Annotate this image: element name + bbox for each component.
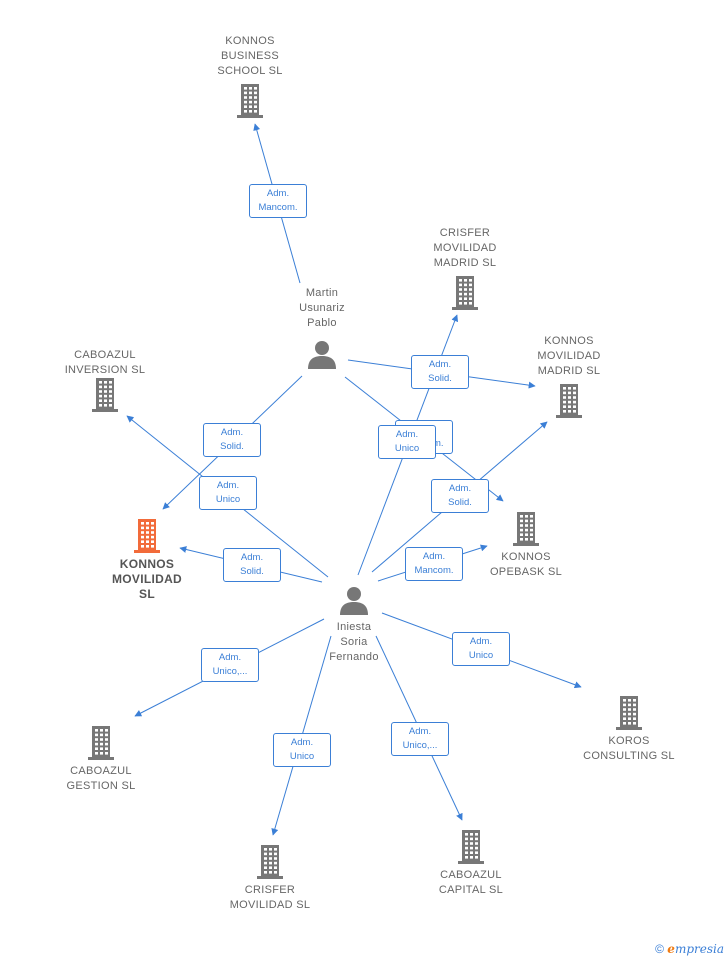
edge-label[interactable]: Adm. Mancom. [249,184,307,218]
person-icon[interactable] [307,339,337,374]
building-icon[interactable] [90,376,120,417]
company-name[interactable]: CABOAZUL INVERSION SL [64,349,146,376]
building-icon[interactable] [255,843,285,884]
edge-label[interactable]: Adm. Unico,... [391,722,449,756]
company-name[interactable]: CRISFER MOVILIDAD SL [229,884,311,911]
company-name[interactable]: KONNOS BUSINESS SCHOOL SL [217,35,283,77]
building-icon[interactable] [456,828,486,869]
edge-label[interactable]: Adm. Unico,... [201,648,259,682]
edge-label[interactable]: Adm. Solid. [411,355,469,389]
building-icon[interactable] [614,694,644,735]
person-icon[interactable] [339,585,369,620]
building-icon[interactable] [86,724,116,765]
company-name[interactable]: KONNOS MOVILIDAD MADRID SL [537,335,601,377]
building-icon[interactable] [132,517,162,558]
brand-logo: empresia [667,942,724,956]
person-name[interactable]: Iniesta Soria Fernando [329,621,379,663]
edge-label[interactable]: Adm. Unico [199,476,257,510]
person-name[interactable]: Martin Usunariz Pablo [299,287,345,329]
edge-label[interactable]: Adm. Unico [452,632,510,666]
building-icon[interactable] [235,82,265,123]
edge-label[interactable]: Adm. Unico [273,733,331,767]
edge-label[interactable]: Adm. Unico [378,425,436,459]
building-icon[interactable] [554,382,584,423]
copyright-icon: © [655,942,664,956]
company-name[interactable]: CRISFER MOVILIDAD MADRID SL [433,227,497,269]
building-icon[interactable] [450,274,480,315]
company-name[interactable]: KOROS CONSULTING SL [583,735,675,762]
company-name[interactable]: KONNOS OPEBASK SL [489,551,563,578]
edge-label[interactable]: Adm. Solid. [203,423,261,457]
company-name[interactable]: KONNOS MOVILIDAD SL [111,557,183,601]
edges-layer [126,123,582,836]
edge-label[interactable]: Adm. Mancom. [405,547,463,581]
edge-label[interactable]: Adm. Solid. [431,479,489,513]
edge-label[interactable]: Adm. Solid. [223,548,281,582]
footer-brand: © empresia [655,942,724,956]
company-name[interactable]: CABOAZUL GESTION SL [66,765,136,792]
company-name[interactable]: CABOAZUL CAPITAL SL [438,869,504,896]
building-icon[interactable] [511,510,541,551]
